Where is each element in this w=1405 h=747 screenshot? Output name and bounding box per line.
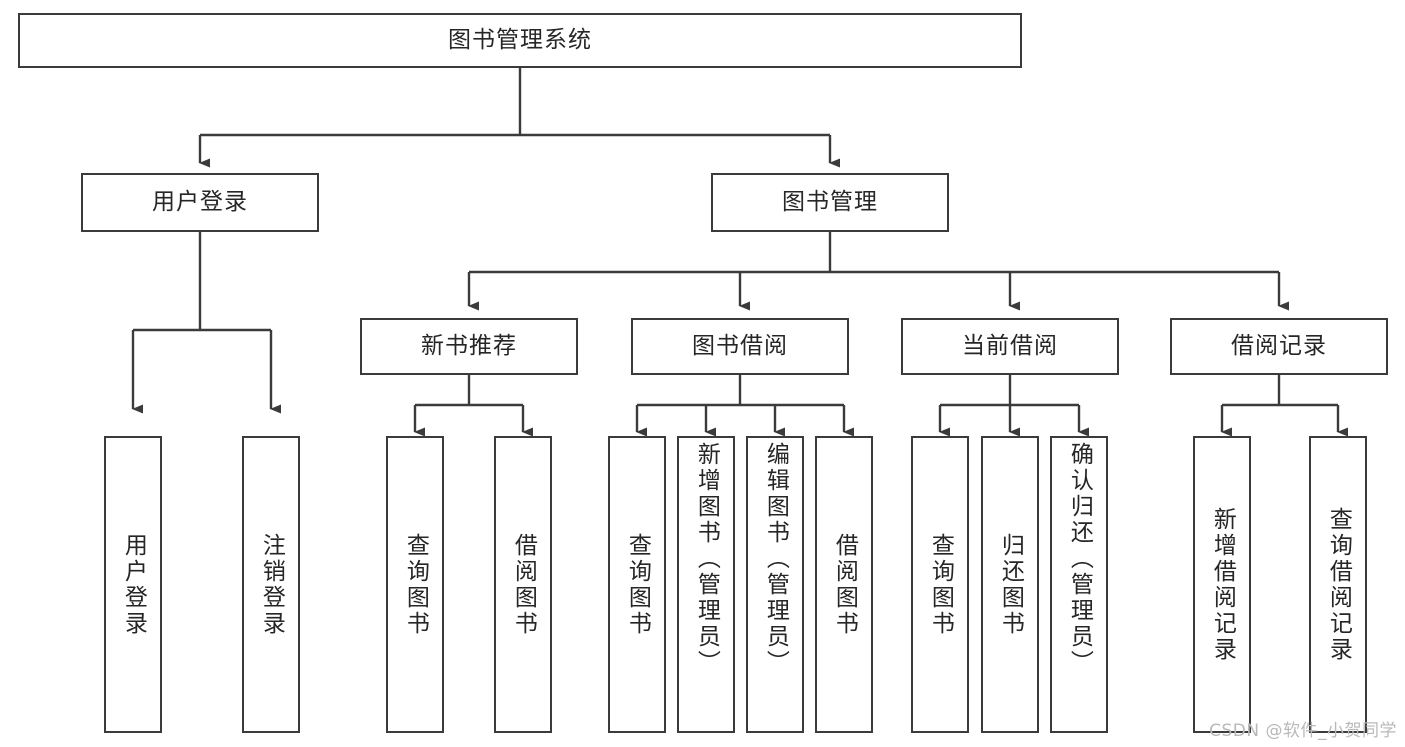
leaf-label: 新增借阅记录 [1209,506,1236,663]
node-current-borrow[interactable]: 当前借阅 [901,318,1119,375]
leaf-label: 归还图书 [997,532,1024,637]
leaf-book-borrow-borrow-book[interactable]: 借阅图书 [815,436,873,733]
leaf-label: 查询图书 [927,532,954,637]
leaf-label: 新增图书（管理员） [693,442,720,676]
leaf-label: 用户登录 [120,532,147,637]
leaf-current-borrow-query-book[interactable]: 查询图书 [911,436,969,733]
csdn-watermark: CSDN @软件_小贺同学 [1209,721,1397,741]
leaf-label: 编辑图书（管理员） [762,442,789,676]
leaf-current-borrow-confirm-return-admin[interactable]: 确认归还（管理员） [1050,436,1108,733]
leaf-book-borrow-query-book[interactable]: 查询图书 [608,436,666,733]
leaf-label: 查询图书 [402,532,429,637]
leaf-borrow-record-query-record[interactable]: 查询借阅记录 [1309,436,1367,733]
node-book-management-label: 图书管理 [782,188,878,215]
node-book-management[interactable]: 图书管理 [711,173,949,232]
node-user-login[interactable]: 用户登录 [81,173,319,232]
leaf-new-book-borrow-book[interactable]: 借阅图书 [494,436,552,733]
node-new-book-recommend-label: 新书推荐 [421,332,517,359]
leaf-label: 确认归还（管理员） [1066,442,1093,676]
leaf-label: 注销登录 [258,532,285,637]
leaf-current-borrow-return-book[interactable]: 归还图书 [981,436,1039,733]
leaf-label: 查询借阅记录 [1325,506,1352,663]
leaf-user-login-login[interactable]: 用户登录 [104,436,162,733]
node-new-book-recommend[interactable]: 新书推荐 [360,318,578,375]
leaf-label: 查询图书 [624,532,651,637]
node-book-borrow-label: 图书借阅 [692,332,788,359]
node-borrow-record[interactable]: 借阅记录 [1170,318,1388,375]
node-root-label: 图书管理系统 [448,26,592,53]
leaf-user-login-logout[interactable]: 注销登录 [242,436,300,733]
leaf-book-borrow-add-book-admin[interactable]: 新增图书（管理员） [677,436,735,733]
leaf-book-borrow-edit-book-admin[interactable]: 编辑图书（管理员） [746,436,804,733]
leaf-label: 借阅图书 [510,532,537,637]
node-book-borrow[interactable]: 图书借阅 [631,318,849,375]
leaf-new-book-query-book[interactable]: 查询图书 [386,436,444,733]
leaf-label: 借阅图书 [831,532,858,637]
node-borrow-record-label: 借阅记录 [1231,332,1327,359]
node-current-borrow-label: 当前借阅 [962,332,1058,359]
node-root-library-system[interactable]: 图书管理系统 [18,13,1022,68]
leaf-borrow-record-add-record[interactable]: 新增借阅记录 [1193,436,1251,733]
node-user-login-label: 用户登录 [152,188,248,215]
